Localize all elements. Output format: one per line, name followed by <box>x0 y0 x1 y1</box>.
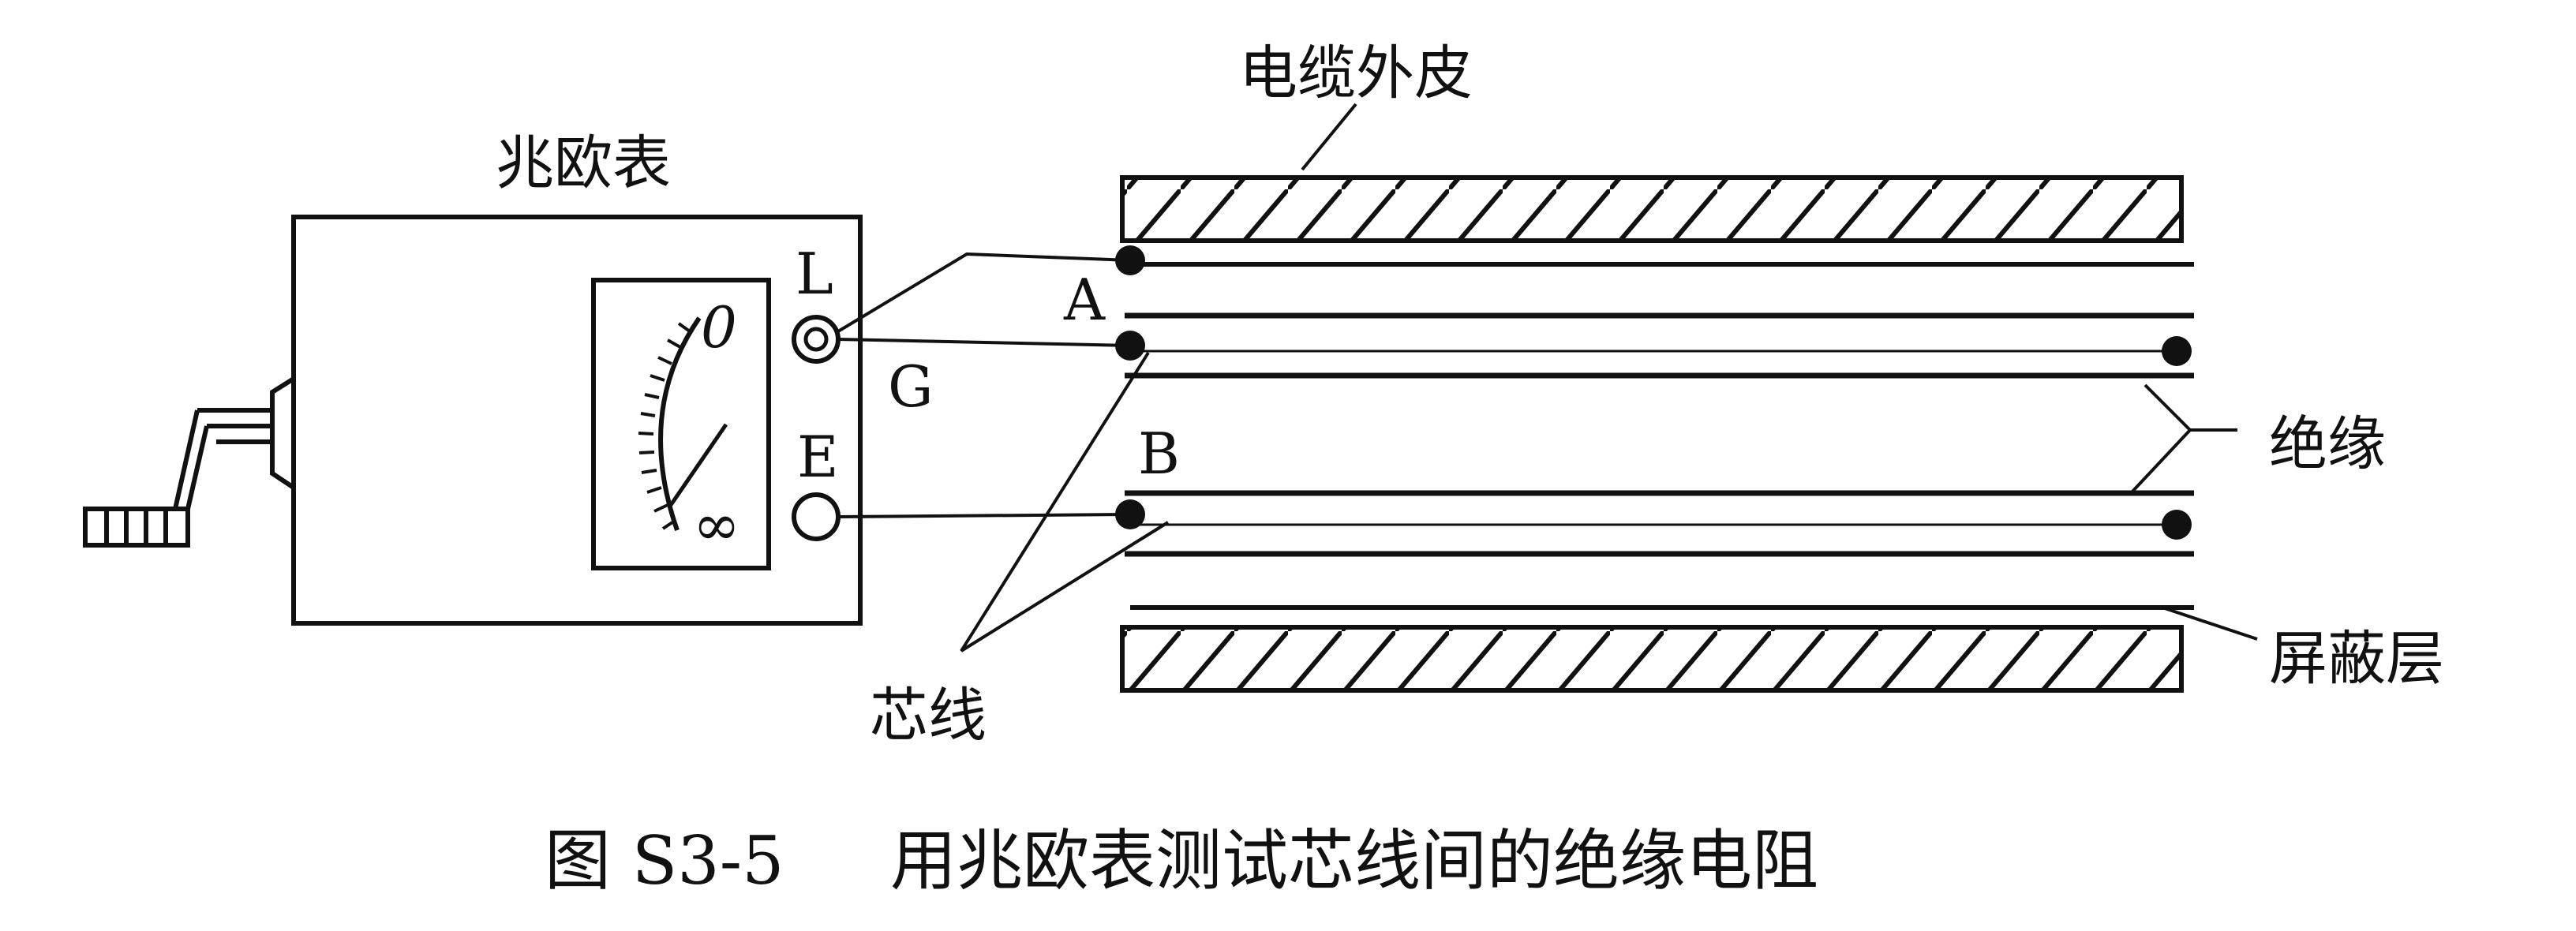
megohmmeter: 兆欧表 <box>83 129 934 626</box>
meter-dial: 0 ∞ <box>591 278 771 570</box>
point-B-end-dot <box>2162 510 2192 540</box>
megohmmeter-label: 兆欧表 <box>496 129 671 197</box>
point-A-end-dot <box>2162 336 2192 366</box>
core-wire-label: 芯线 <box>870 682 987 750</box>
terminal-E-label: E <box>797 424 839 490</box>
megohmmeter-body <box>291 215 863 626</box>
cable-jacket-top <box>1120 175 2184 243</box>
point-B-label: B <box>1138 421 1180 487</box>
test-leads <box>837 252 1131 518</box>
terminal-L <box>792 315 841 364</box>
dial-infinity-mark: ∞ <box>693 492 740 558</box>
cable-jacket-label: 电缆外皮 <box>1239 39 1473 107</box>
cable-jacket-bottom <box>1120 625 2184 693</box>
point-A-label: A <box>1063 267 1106 333</box>
figure-caption: 图 S3-5 用兆欧表测试芯线间的绝缘电阻 <box>545 822 1818 899</box>
cable: A B <box>1063 175 2194 693</box>
lead-L <box>837 338 1131 347</box>
leader-lines <box>960 103 2258 652</box>
terminal-E <box>792 492 841 541</box>
terminal-L-label: L <box>796 241 833 307</box>
lead-G <box>837 252 1131 333</box>
shield-label: 屏蔽层 <box>2269 625 2444 693</box>
lead-E <box>837 513 1131 518</box>
terminal-G-label: G <box>888 353 934 420</box>
meter-needle <box>668 423 728 507</box>
hand-crank <box>83 374 296 548</box>
insulation-label: 绝缘 <box>2269 410 2386 478</box>
dial-zero-mark: 0 <box>701 294 737 361</box>
figure-number: 图 S3-5 <box>545 822 784 899</box>
figure-title: 用兆欧表测试芯线间的绝缘电阻 <box>890 822 1818 899</box>
